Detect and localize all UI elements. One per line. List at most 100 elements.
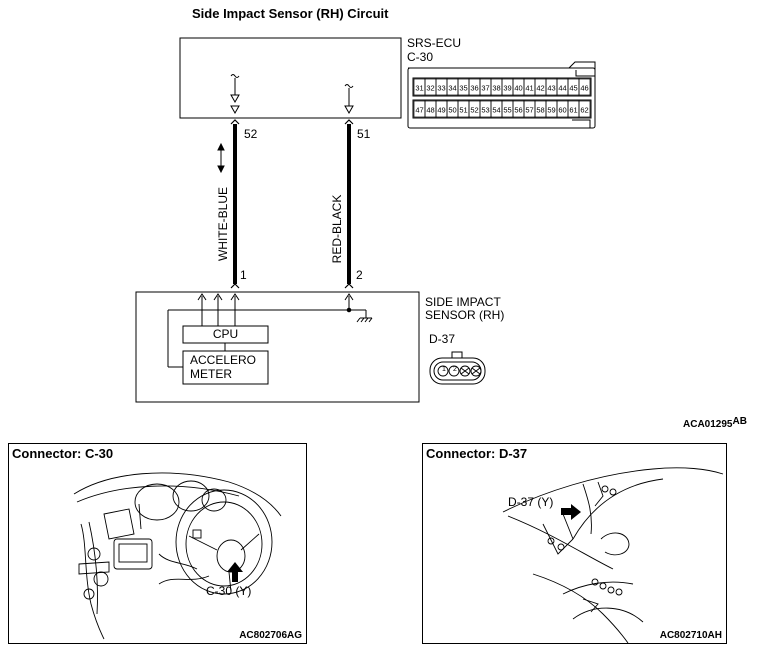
ecu-terminal-51-symbol	[344, 84, 354, 115]
c30-pin-50: 50	[446, 100, 459, 118]
diagram-title: Side Impact Sensor (RH) Circuit	[192, 6, 389, 21]
connector-d37-panel: Connector: D-37	[422, 443, 727, 644]
sensor-name-line1: SIDE IMPACT	[425, 295, 501, 309]
c30-pin-58: 58	[534, 100, 547, 118]
c30-pin-44: 44	[556, 78, 569, 96]
svg-text:62: 62	[580, 106, 588, 115]
svg-text:53: 53	[481, 106, 489, 115]
c30-pin-31: 31	[413, 78, 426, 96]
c30-pin-57: 57	[523, 100, 536, 118]
figure-code-main: ACA01295	[683, 419, 733, 430]
side-impact-sensor-box	[135, 291, 420, 403]
c30-pin-40: 40	[512, 78, 525, 96]
svg-text:52: 52	[470, 106, 478, 115]
svg-text:44: 44	[558, 84, 566, 93]
accelerometer-label-line2: METER	[190, 367, 232, 381]
svg-text:46: 46	[580, 84, 588, 93]
ecu-connector-label: C-30	[407, 50, 434, 64]
ecu-name: SRS-ECU	[407, 36, 462, 50]
svg-text:51: 51	[459, 106, 467, 115]
cpu-label: CPU	[212, 327, 239, 341]
svg-text:59: 59	[547, 106, 555, 115]
c30-location-arrow	[227, 562, 243, 582]
c30-pin-62: 62	[578, 100, 591, 118]
dashboard-illustration	[73, 472, 282, 640]
svg-text:41: 41	[525, 84, 533, 93]
c30-pin-55: 55	[501, 100, 514, 118]
wire-color-red-black: RED-BLACK	[330, 194, 344, 264]
svg-text:58: 58	[536, 106, 544, 115]
sensor-pin-1-label: 1	[240, 268, 247, 282]
ecu-terminal-52-symbol	[230, 74, 240, 115]
c30-pin-52: 52	[468, 100, 481, 118]
svg-text:36: 36	[470, 84, 478, 93]
panel-d37-title: Connector: D-37	[426, 446, 528, 461]
c30-pin-60: 60	[556, 100, 569, 118]
vehicle-side-illustration	[502, 467, 724, 643]
svg-text:32: 32	[426, 84, 434, 93]
svg-text:54: 54	[492, 106, 500, 115]
svg-text:40: 40	[514, 84, 522, 93]
svg-text:45: 45	[569, 84, 577, 93]
c30-connector-face	[407, 61, 596, 129]
sensor-name-line2: SENSOR (RH)	[425, 308, 505, 322]
c30-pin-32: 32	[424, 78, 437, 96]
c30-pin-39: 39	[501, 78, 514, 96]
svg-text:49: 49	[437, 106, 445, 115]
panel-c30-code: AC802706AG	[239, 630, 302, 641]
svg-text:42: 42	[536, 84, 544, 93]
svg-text:56: 56	[514, 106, 522, 115]
c30-pin-37: 37	[479, 78, 492, 96]
c30-pin-33: 33	[435, 78, 448, 96]
svg-text:31: 31	[415, 84, 423, 93]
svg-text:57: 57	[525, 106, 533, 115]
figure-code-suffix: AB	[732, 416, 747, 427]
c30-pin-34: 34	[446, 78, 459, 96]
figure-code: ACA01295AB	[683, 416, 747, 430]
d37-connector-pins	[437, 365, 482, 377]
sensor-connector-label: D-37	[429, 332, 456, 346]
c30-pin-51: 51	[457, 100, 470, 118]
wire-color-white-blue: WHITE-BLUE	[216, 187, 230, 262]
c30-pin-49: 49	[435, 100, 448, 118]
svg-text:47: 47	[415, 106, 423, 115]
connector-c30-panel: Connector: C-30	[8, 443, 307, 644]
c30-pin-42: 42	[534, 78, 547, 96]
panel-c30-title: Connector: C-30	[12, 446, 114, 461]
d37-callout: D-37 (Y)	[508, 495, 554, 509]
svg-text:60: 60	[558, 106, 566, 115]
c30-pin-56: 56	[512, 100, 525, 118]
c30-pin-38: 38	[490, 78, 503, 96]
svg-text:37: 37	[481, 84, 489, 93]
c30-pin-61: 61	[567, 100, 580, 118]
c30-pin-46: 46	[578, 78, 591, 96]
ecu-pin-52-label: 52	[244, 127, 258, 141]
d37-pin-2: 2	[453, 366, 457, 373]
c30-pin-41: 41	[523, 78, 536, 96]
svg-text:34: 34	[448, 84, 456, 93]
c30-pin-59: 59	[545, 100, 558, 118]
d37-pin-1: 1	[442, 366, 446, 373]
dimension-arrow	[217, 142, 225, 174]
svg-text:43: 43	[547, 84, 555, 93]
svg-text:48: 48	[426, 106, 434, 115]
c30-pin-35: 35	[457, 78, 470, 96]
svg-text:35: 35	[459, 84, 467, 93]
srs-ecu-box	[179, 37, 402, 119]
svg-text:39: 39	[503, 84, 511, 93]
svg-text:55: 55	[503, 106, 511, 115]
panel-d37-code: AC802710AH	[659, 630, 722, 641]
c30-pin-36: 36	[468, 78, 481, 96]
d37-location-arrow	[561, 504, 581, 520]
c30-callout: C-30 (Y)	[206, 584, 252, 598]
accelerometer-label-line1: ACCELERO	[190, 353, 257, 367]
c30-pin-45: 45	[567, 78, 580, 96]
svg-text:50: 50	[448, 106, 456, 115]
svg-text:33: 33	[437, 84, 445, 93]
c30-pin-43: 43	[545, 78, 558, 96]
c30-pin-47: 47	[413, 100, 426, 118]
svg-text:38: 38	[492, 84, 500, 93]
sensor-pin-2-label: 2	[356, 268, 363, 282]
